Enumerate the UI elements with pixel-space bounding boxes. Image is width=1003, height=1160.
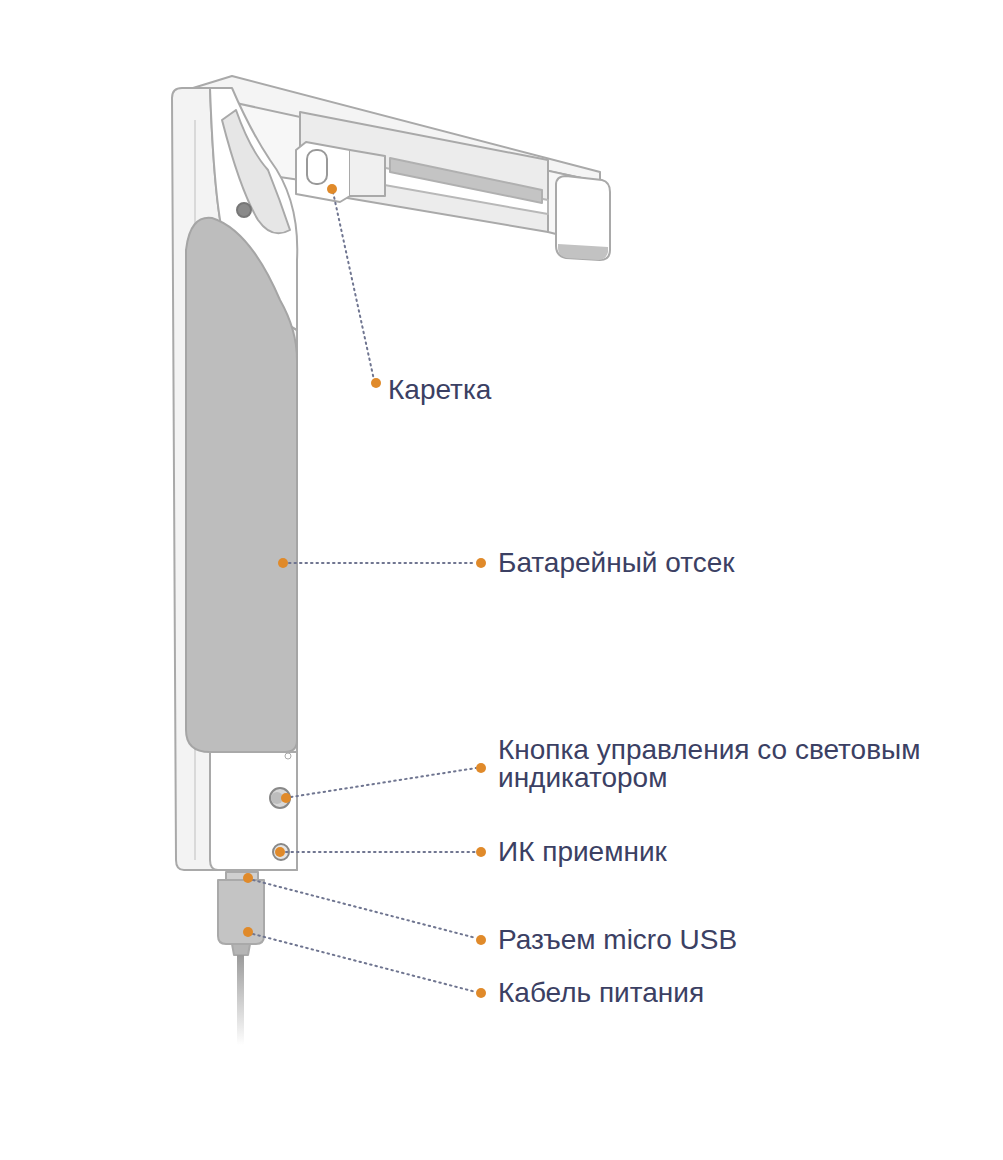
part-label: Батарейный отсек	[498, 549, 735, 577]
power-cable	[237, 955, 244, 1045]
rail-rod	[390, 158, 542, 203]
device-body	[172, 76, 610, 955]
carriage	[296, 142, 385, 202]
control-button	[270, 788, 290, 808]
usb-plug	[218, 880, 264, 944]
part-label: Кабель питания	[498, 979, 704, 1007]
battery-compartment	[186, 218, 297, 752]
leader-lines	[253, 192, 476, 992]
part-label: ИК приемник	[498, 838, 667, 866]
part-label: Кнопка управления со световым индикаторо…	[498, 736, 968, 792]
part-label: Разъем micro USB	[498, 926, 737, 954]
leader-dots	[243, 184, 486, 998]
part-label: Каретка	[388, 376, 491, 404]
